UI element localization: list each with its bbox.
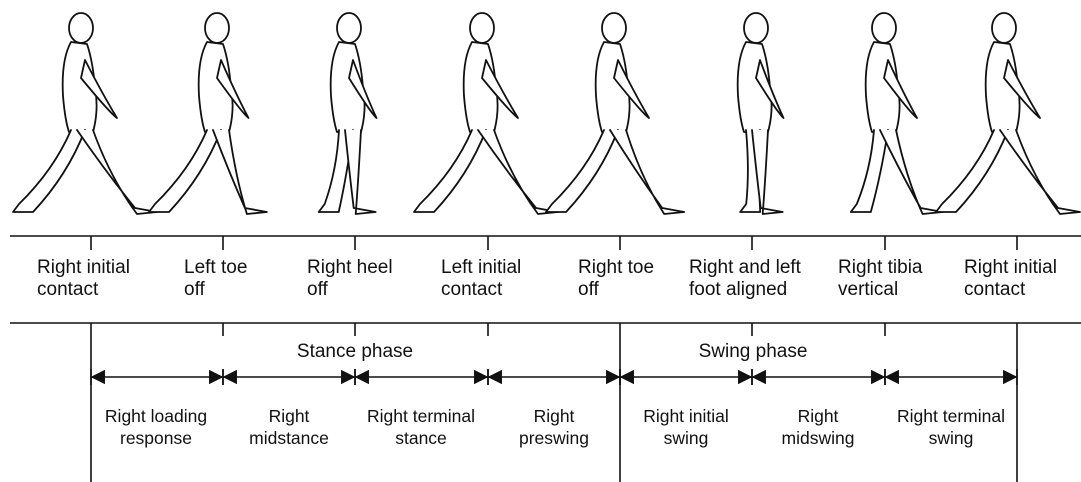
trailing-leg: [13, 130, 85, 212]
subphase-line1: Right: [519, 405, 589, 427]
leading-leg: [478, 130, 558, 214]
event-label-right-toe-off: Right toe off: [578, 257, 654, 301]
walking-figure-icon: [851, 13, 943, 214]
event-line2: off: [184, 279, 247, 301]
subphase-line1: Right: [249, 405, 329, 427]
leading-leg: [1000, 130, 1080, 214]
event-line1: Right toe: [578, 257, 654, 279]
event-line1: Right initial: [964, 257, 1057, 279]
subphase-line1: Right terminal: [897, 405, 1005, 427]
phase-label-stance: Stance phase: [297, 341, 413, 363]
head: [744, 13, 768, 43]
subphase-label-terminal-stance: Right terminal stance: [367, 405, 475, 449]
event-line2: off: [307, 279, 393, 301]
head: [69, 13, 93, 43]
event-line2: contact: [964, 279, 1057, 301]
event-label-left-initial-contact: Left initial contact: [441, 257, 521, 301]
subphase-label-preswing: Right preswing: [519, 405, 589, 449]
walking-figure-icon: [414, 13, 558, 214]
subphase-label-terminal-swing: Right terminal swing: [897, 405, 1005, 449]
trailing-leg: [149, 130, 221, 212]
event-label-feet-aligned: Right and left foot aligned: [689, 257, 801, 301]
leading-leg: [345, 130, 376, 214]
head: [470, 13, 494, 43]
head: [337, 13, 361, 43]
event-label-right-initial-contact-end: Right initial contact: [964, 257, 1057, 301]
subphase-line1: Right terminal: [367, 405, 475, 427]
trailing-leg: [414, 130, 486, 212]
leading-leg: [880, 130, 943, 214]
subphase-line2: swing: [643, 427, 729, 449]
subphase-line1: Right: [782, 405, 855, 427]
event-line1: Right initial: [37, 257, 130, 279]
event-line2: contact: [441, 279, 521, 301]
event-label-right-heel-off: Right heel off: [307, 257, 393, 301]
event-line1: Right tibia: [838, 257, 923, 279]
event-line2: off: [578, 279, 654, 301]
event-line2: vertical: [838, 279, 923, 301]
head: [205, 13, 229, 43]
subphase-label-initial-swing: Right initial swing: [643, 405, 729, 449]
subphase-line2: midstance: [249, 427, 329, 449]
head: [992, 13, 1016, 43]
subphase-line2: stance: [367, 427, 475, 449]
subphase-label-midswing: Right midswing: [782, 405, 855, 449]
head: [872, 13, 896, 43]
subphase-line2: midswing: [782, 427, 855, 449]
leading-leg: [213, 130, 267, 214]
leading-leg: [77, 130, 157, 214]
subphase-label-loading-response: Right loading response: [105, 405, 207, 449]
event-line1: Left initial: [441, 257, 521, 279]
walking-figure-icon: [149, 13, 267, 214]
event-line2: foot aligned: [689, 279, 801, 301]
figures-row: [13, 13, 1080, 214]
subphase-line2: response: [105, 427, 207, 449]
event-label-left-toe-off: Left toe off: [184, 257, 247, 301]
event-label-right-tibia-vertical: Right tibia vertical: [838, 257, 923, 301]
head: [602, 13, 626, 43]
walking-figure-icon: [319, 13, 377, 214]
subphase-line2: swing: [897, 427, 1005, 449]
subphase-label-midstance: Right midstance: [249, 405, 329, 449]
event-line2: contact: [37, 279, 130, 301]
event-line1: Left toe: [184, 257, 247, 279]
event-line1: Right and left: [689, 257, 801, 279]
subphase-line1: Right loading: [105, 405, 207, 427]
walking-figure-icon: [546, 13, 684, 214]
subphase-line2: preswing: [519, 427, 589, 449]
event-label-right-initial-contact: Right initial contact: [37, 257, 130, 301]
walking-figure-icon: [738, 13, 784, 214]
subphase-line1: Right initial: [643, 405, 729, 427]
walking-figure-icon: [13, 13, 157, 214]
trailing-leg: [936, 130, 1008, 212]
event-line1: Right heel: [307, 257, 393, 279]
walking-figure-icon: [936, 13, 1080, 214]
trailing-leg: [851, 130, 888, 212]
phase-label-swing: Swing phase: [699, 341, 808, 363]
trailing-leg: [546, 130, 618, 212]
leading-leg: [610, 130, 684, 214]
